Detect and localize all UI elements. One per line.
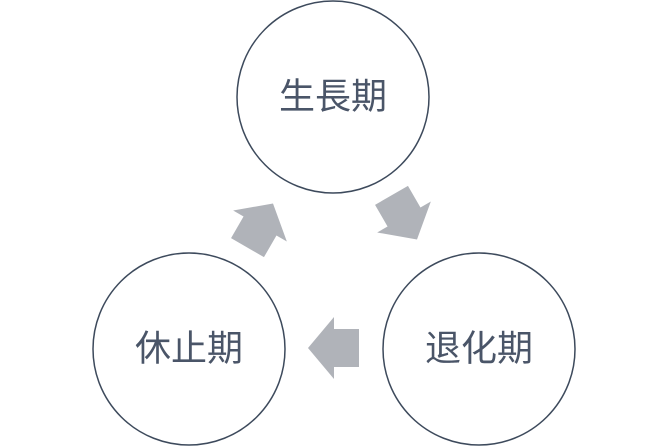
node-regression-label: 退化期 [425,329,533,370]
node-resting-label: 休止期 [135,329,243,370]
node-regression-circle [382,252,576,446]
node-growth-circle [236,0,430,194]
node-growth: 生長期 [236,0,430,194]
arrow-resting-to-growth-icon [231,203,287,258]
node-growth-label: 生長期 [279,77,387,118]
node-regression: 退化期 [382,252,576,446]
arrow-regression-to-resting-icon [308,317,359,379]
arrow-growth-to-regression-icon [375,185,431,240]
node-resting: 休止期 [92,252,286,446]
node-resting-circle [92,252,286,446]
